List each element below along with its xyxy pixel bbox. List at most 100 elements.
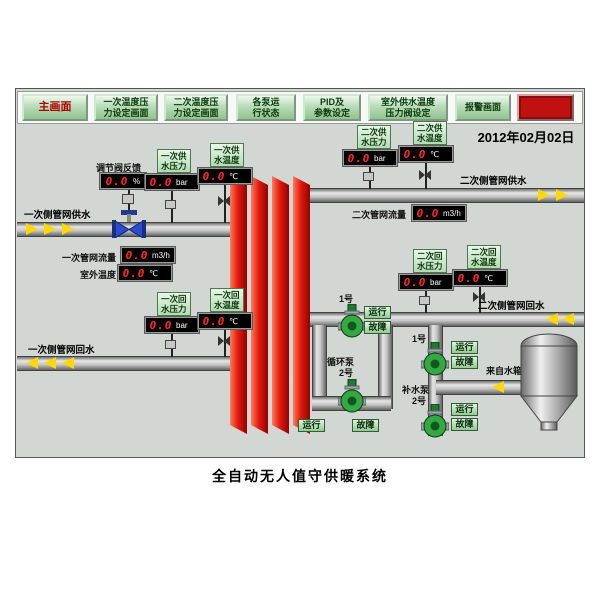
tank-source-label: 来自水箱 (486, 366, 523, 376)
heat-exchanger-plate (251, 176, 268, 434)
pid-setting-button[interactable]: PID及 参数设定 (303, 94, 361, 121)
primary-supply-pressure-display: 0.0 bar (144, 173, 200, 191)
secondary-return-temp-label: 二次回 水温度 (467, 245, 501, 270)
secondary-supply-pipe (300, 188, 584, 203)
primary-supply-pressure-unit: bar (176, 177, 188, 187)
pressure-sensor-icon (165, 340, 176, 349)
heat-exchanger-plate (272, 176, 289, 434)
secondary-flow-unit: m3/h (443, 208, 461, 218)
secondary-supply-pipe-label: 二次侧管网供水 (460, 176, 527, 187)
outdoor-supply-setting-button[interactable]: 室外供水温度 压力阀设定 (368, 94, 448, 121)
primary-supply-pipe-label: 一次侧管网供水 (24, 210, 91, 221)
primary-temp-pressure-setting-button[interactable]: 一次温度压 力设定画面 (94, 94, 158, 121)
primary-supply-temp-unit: ℃ (229, 171, 238, 181)
primary-supply-pressure-label: 一次供 水压力 (157, 149, 191, 174)
date-display: 2012年02月02日 (477, 130, 575, 145)
secondary-supply-pressure-label: 二次供 水压力 (357, 125, 391, 150)
primary-flow-unit: m3/h (152, 250, 170, 260)
valve-feedback-unit: % (133, 176, 141, 186)
secondary-supply-pressure-unit: bar (374, 153, 386, 163)
circulation-pump-1[interactable] (337, 303, 367, 339)
outdoor-temp-unit: ℃ (149, 268, 158, 278)
makeup-pump2-number: 2号 (412, 396, 427, 406)
circ-pump2-run-status: 运行 (298, 419, 325, 432)
flow-arrow-right-icon (556, 189, 568, 201)
circ-pump1-number: 1号 (339, 294, 354, 304)
temp-sensor-icon (419, 170, 431, 180)
flow-arrow-right-icon (62, 223, 74, 235)
pressure-sensor-icon (419, 296, 430, 305)
secondary-return-pressure-value: 0.0 (403, 275, 427, 289)
secondary-flow-display: 0.0 m3/h (411, 204, 467, 222)
makeup-pump1-run-status: 运行 (451, 341, 478, 354)
sensor-stem (224, 184, 226, 223)
flow-arrow-left-icon (62, 357, 74, 369)
primary-return-temp-value: 0.0 (202, 314, 226, 328)
main-screen-button[interactable]: 主画面 (22, 94, 88, 121)
flow-arrow-right-icon (538, 189, 550, 201)
secondary-return-pressure-display: 0.0 bar (398, 273, 454, 291)
flow-arrow-left-icon (492, 381, 504, 393)
primary-return-pressure-label: 一次回 水压力 (157, 292, 191, 317)
primary-flow-label: 一次管网流量 (62, 253, 117, 263)
circ-pump2-fault-status: 故障 (352, 419, 379, 432)
secondary-return-pressure-unit: bar (430, 277, 442, 287)
valve-feedback-value: 0.0 (105, 174, 129, 188)
regulating-valve[interactable] (112, 210, 146, 239)
valve-actuator-icon (122, 194, 134, 204)
flow-arrow-left-icon (546, 313, 558, 325)
makeup-pump2-run-status: 运行 (451, 403, 478, 416)
alarm-screen-button[interactable]: 报警画面 (455, 94, 511, 121)
primary-return-temp-unit: ℃ (229, 316, 238, 326)
primary-return-temp-display: 0.0 ℃ (197, 312, 253, 330)
makeup-pump1-number: 1号 (412, 334, 427, 344)
makeup-pump-1[interactable] (420, 341, 450, 377)
circ-pump1-run-status: 运行 (364, 306, 391, 319)
flow-arrow-right-icon (44, 223, 56, 235)
primary-return-pressure-unit: bar (176, 320, 188, 330)
makeup-pump2-fault-status: 故障 (451, 418, 478, 431)
pressure-sensor-icon (363, 172, 374, 181)
secondary-return-pressure-label: 二次回 水压力 (413, 249, 447, 274)
makeup-pump-2[interactable] (420, 403, 450, 439)
primary-flow-value: 0.0 (125, 248, 149, 262)
flow-arrow-left-icon (26, 357, 38, 369)
secondary-supply-pressure-value: 0.0 (347, 151, 371, 165)
sensor-stem (224, 329, 226, 357)
temp-sensor-icon (473, 292, 485, 302)
secondary-supply-temp-display: 0.0 ℃ (398, 145, 454, 163)
sensor-stem (479, 286, 481, 313)
primary-flow-display: 0.0 m3/h (120, 246, 176, 264)
makeup-pump1-fault-status: 故障 (451, 356, 478, 369)
primary-supply-temp-value: 0.0 (202, 169, 226, 183)
temp-sensor-icon (218, 336, 230, 346)
secondary-supply-temp-label: 二次供 水温度 (413, 121, 447, 146)
circ-pump1-fault-status: 故障 (364, 321, 391, 334)
flow-arrow-left-icon (44, 357, 56, 369)
valve-feedback-label: 调节阀反馈 (96, 163, 142, 173)
primary-supply-temp-display: 0.0 ℃ (197, 167, 253, 185)
secondary-flow-label: 二次管网流量 (352, 210, 407, 220)
secondary-supply-pressure-display: 0.0 bar (342, 149, 398, 167)
outdoor-temp-display: 0.0 ℃ (117, 264, 173, 282)
circulation-loop-pipe-right (378, 325, 393, 409)
secondary-return-temp-value: 0.0 (457, 271, 481, 285)
temp-sensor-icon (218, 196, 230, 206)
heat-exchanger-plate (293, 176, 310, 434)
pump-status-button[interactable]: 各泵运 行状态 (236, 94, 296, 121)
makeup-pumps-label: 补水泵 (402, 385, 430, 395)
pressure-sensor-icon (165, 200, 176, 209)
water-tank (518, 332, 580, 434)
outdoor-temp-label: 室外温度 (80, 270, 117, 280)
circulation-pumps-label: 循环泵 (327, 357, 355, 367)
flow-arrow-left-icon (562, 313, 574, 325)
outdoor-temp-value: 0.0 (122, 266, 146, 280)
valve-feedback-display: 0.0 % (99, 172, 147, 190)
circulation-pump-2[interactable] (337, 378, 367, 414)
secondary-return-pipe-label: 二次侧管网回水 (478, 301, 545, 312)
secondary-temp-pressure-setting-button[interactable]: 二次温度压 力设定画面 (164, 94, 228, 121)
primary-return-pipe-label: 一次侧管网回水 (28, 345, 95, 356)
secondary-return-temp-unit: ℃ (484, 273, 493, 283)
secondary-supply-temp-value: 0.0 (403, 147, 427, 161)
secondary-flow-value: 0.0 (416, 206, 440, 220)
